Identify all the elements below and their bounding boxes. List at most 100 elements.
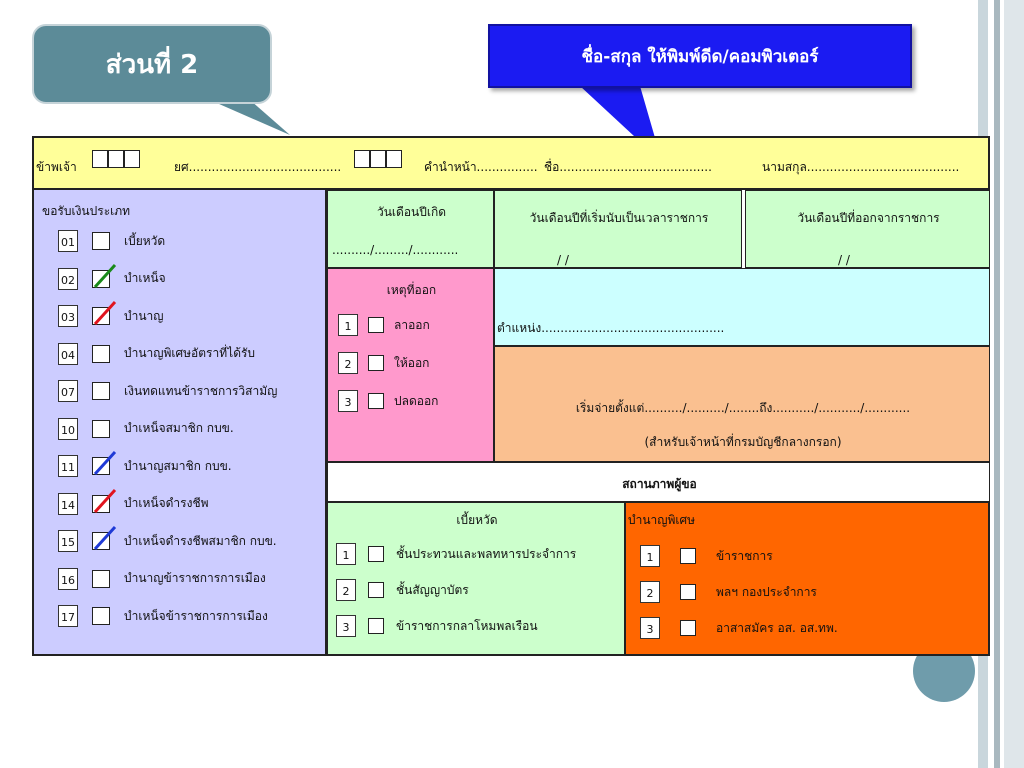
item-code: 16 bbox=[58, 567, 78, 590]
option-code: 3 bbox=[336, 615, 356, 637]
decorative-rail bbox=[994, 0, 1000, 768]
service-end-field[interactable]: / / bbox=[838, 253, 850, 267]
option-checkbox[interactable] bbox=[680, 620, 696, 636]
option-label: ข้าราชการกลาโหมพลเรือน bbox=[396, 618, 538, 633]
request-type-item[interactable]: 04 บำนาญพิเศษอัตราที่ได้รับ bbox=[58, 342, 256, 365]
option-label: ชั้นประทวนและพลทหารประจำการ bbox=[396, 546, 577, 561]
request-type-item[interactable]: 10 บำเหน็จสมาชิก กบข. bbox=[58, 417, 234, 440]
item-checkbox[interactable] bbox=[92, 450, 117, 476]
rank-field[interactable]: ยศ......................................… bbox=[174, 160, 342, 174]
leave-reason-label: เหตุที่ออก bbox=[386, 283, 437, 297]
option-checkbox[interactable] bbox=[368, 546, 384, 562]
item-checkbox[interactable] bbox=[92, 419, 110, 438]
title-field[interactable]: คำนำหน้า................ bbox=[424, 160, 538, 174]
option-item[interactable]: 3 ปลดออก bbox=[338, 390, 438, 412]
applicant-name-row: ข้าพเจ้า ยศ.............................… bbox=[32, 136, 990, 190]
service-end-label: วันเดือนปีที่ออกจากราชการ bbox=[797, 211, 940, 225]
birth-date-field[interactable]: ........../........./............ bbox=[332, 243, 459, 257]
option-checkbox[interactable] bbox=[368, 393, 384, 409]
status-label: สถานภาพผู้ขอ bbox=[622, 477, 697, 491]
request-type-item[interactable]: 11 บำนาญสมาชิก กบข. bbox=[58, 450, 232, 477]
item-checkbox[interactable] bbox=[92, 344, 110, 363]
option-checkbox[interactable] bbox=[368, 582, 384, 598]
option-label: ปลดออก bbox=[394, 393, 439, 408]
option-label: พลฯ กองประจำการ bbox=[716, 584, 817, 599]
part-2-callout: ส่วนที่ 2 bbox=[32, 24, 272, 104]
service-start-panel: วันเดือนปีที่เริ่มนับเป็นเวลาราชการ / / bbox=[494, 190, 742, 268]
item-label: บำเหน็จสมาชิก กบข. bbox=[124, 421, 234, 436]
payment-panel: เริ่มจ่ายตั้งแต่........../........../..… bbox=[494, 346, 990, 462]
option-checkbox[interactable] bbox=[368, 355, 384, 371]
item-checkbox[interactable] bbox=[92, 300, 117, 326]
position-field[interactable]: ตำแหน่ง.................................… bbox=[497, 321, 725, 335]
option-checkbox[interactable] bbox=[680, 584, 696, 600]
rank-code-boxes[interactable] bbox=[92, 150, 140, 168]
option-checkbox[interactable] bbox=[368, 317, 384, 333]
item-code: 02 bbox=[58, 267, 78, 290]
option-item[interactable]: 3 ข้าราชการกลาโหมพลเรือน bbox=[336, 615, 538, 637]
item-code: 14 bbox=[58, 492, 78, 515]
option-checkbox[interactable] bbox=[368, 618, 384, 634]
item-code: 10 bbox=[58, 417, 78, 440]
item-checkbox[interactable] bbox=[92, 569, 110, 588]
item-label: บำเหน็จข้าราชการการเมือง bbox=[124, 608, 268, 623]
status-header: สถานภาพผู้ขอ bbox=[327, 462, 990, 502]
payment-start-field[interactable]: เริ่มจ่ายตั้งแต่........../........../..… bbox=[575, 401, 911, 415]
item-label: บำนาญพิเศษอัตราที่ได้รับ bbox=[124, 346, 256, 361]
item-label: บำเหน็จดำรงชีพ bbox=[124, 496, 209, 511]
service-start-field[interactable]: / / bbox=[557, 253, 569, 267]
option-code: 1 bbox=[640, 545, 660, 567]
special-pension-label: บำนาญพิเศษ bbox=[628, 513, 696, 527]
check-mark-icon bbox=[93, 300, 117, 326]
last-name-field[interactable]: นามสกุล.................................… bbox=[762, 160, 960, 174]
item-checkbox[interactable] bbox=[92, 232, 110, 250]
first-name-field[interactable]: ชื่อ....................................… bbox=[544, 160, 712, 174]
item-code: 11 bbox=[58, 455, 78, 477]
prefix-label: ข้าพเจ้า bbox=[36, 160, 77, 174]
bea-status-label: เบี้ยหวัด bbox=[456, 513, 498, 527]
item-label: เบี้ยหวัด bbox=[124, 233, 166, 248]
option-code: 3 bbox=[338, 390, 358, 412]
birth-date-label: วันเดือนปีเกิด bbox=[376, 205, 447, 219]
item-code: 15 bbox=[58, 530, 78, 552]
check-mark-icon bbox=[93, 263, 117, 288]
option-label: ชั้นสัญญาบัตร bbox=[396, 582, 469, 597]
item-code: 01 bbox=[58, 230, 78, 252]
option-label: ให้ออก bbox=[394, 355, 430, 370]
option-checkbox[interactable] bbox=[680, 548, 696, 564]
item-checkbox[interactable] bbox=[92, 263, 117, 288]
request-type-label: ขอรับเงินประเภท bbox=[42, 204, 131, 218]
item-label: บำนาญสมาชิก กบข. bbox=[124, 458, 232, 473]
item-code: 04 bbox=[58, 342, 78, 365]
item-checkbox[interactable] bbox=[92, 525, 117, 551]
callout-text: ชื่อ-สกุล ให้พิมพ์ดีด/คอมพิวเตอร์ bbox=[581, 46, 819, 67]
request-type-item[interactable]: 14 บำเหน็จดำรงชีพ bbox=[58, 488, 209, 515]
item-checkbox[interactable] bbox=[92, 382, 110, 400]
request-type-item[interactable]: 01 เบี้ยหวัด bbox=[58, 230, 165, 252]
item-label: บำนาญ bbox=[124, 308, 164, 323]
item-checkbox[interactable] bbox=[92, 607, 110, 625]
title-code-boxes[interactable] bbox=[354, 150, 402, 168]
item-checkbox[interactable] bbox=[92, 488, 117, 513]
check-mark-icon bbox=[93, 525, 117, 551]
